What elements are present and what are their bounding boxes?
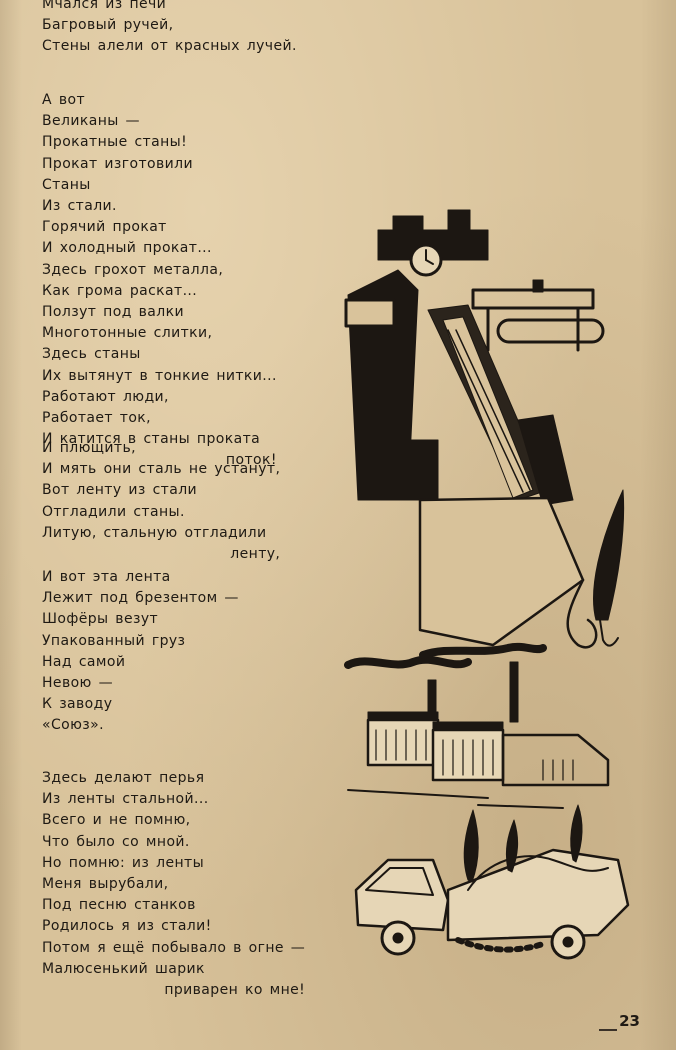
page-number: 23 (599, 1012, 640, 1031)
poem-line: Родилось я из стали! (42, 918, 212, 935)
rolling-mill-illustration (344, 209, 630, 960)
poem-line: Великаны — (42, 113, 140, 130)
poem-line: Здесь делают перья (42, 770, 205, 786)
poem-line: Прокат изготовили (42, 155, 194, 172)
poem-line: Мчался из печи (42, 0, 167, 12)
poem-line: Из ленты стальной... (42, 791, 209, 808)
poem-line: Шофёры везут (42, 611, 159, 628)
poem-line: Здесь станы (42, 346, 141, 363)
poem-line: Лежит под брезентом — (42, 590, 239, 607)
poem-line: приварен ко мне! (164, 982, 306, 999)
poem-line: Станы (42, 176, 91, 193)
poem-line: Над самой (42, 653, 126, 670)
stanza-1: Мчался из печи Багровый ручей, Стены але… (42, 0, 297, 58)
poem-line: Как грома раскат... (42, 282, 198, 299)
poem-line: Стены алели от красных лучей. (42, 38, 297, 55)
factory-drawing (344, 642, 610, 809)
poem-line: Меня вырубали, (42, 876, 169, 893)
poem-line: Прокатные станы! (42, 134, 188, 151)
poem-line: Упакованный груз (42, 632, 186, 649)
stanza-5: Здесь делают перья Из ленты стальной... … (42, 768, 305, 1001)
poem-line: Литую, стальную отгладили (42, 524, 267, 541)
poem-line: Работает ток, (42, 410, 152, 427)
poem-line: поток! (225, 452, 277, 469)
poem-line: К заводу (42, 696, 113, 713)
poem-line: Ползут под валки (42, 304, 184, 321)
stanza-4: И вот эта лента Лежит под брезентом — Шо… (42, 567, 239, 737)
poem-line: Вот ленту из стали (42, 482, 198, 499)
poem-line: Здесь грохот металла, (42, 261, 224, 278)
rolling-mill-drawing (344, 209, 630, 960)
poem-line: Многотонные слитки, (42, 325, 213, 342)
poem-line: Багровый ручей, (42, 17, 174, 34)
poem-line: И вот эта лента (42, 569, 171, 585)
poem-line: Невою — (42, 675, 113, 692)
poem-line: Отгладили станы. (42, 503, 185, 520)
truck-drawing (354, 804, 630, 960)
poem-line: Под песню станков (42, 897, 196, 914)
poem-line: ленту, (230, 546, 281, 563)
stanza-2: А вот Великаны — Прокатные станы! Прокат… (42, 90, 277, 472)
poem-line: Потом я ещё побывало в огне — (42, 939, 306, 956)
poem-line: И мять они сталь не устанут, (42, 461, 281, 478)
poem-line: И холодный прокат... (42, 240, 212, 257)
poem-line: Всего и не помню, (42, 812, 191, 829)
poem-line: А вот (42, 92, 85, 108)
poem-line: Их вытянут в тонкие нитки... (42, 367, 277, 384)
poem-line: Но помню: из ленты (42, 854, 205, 871)
poem-line: Горячий прокат (42, 219, 167, 236)
poem-line: Малюсенький шарик (42, 960, 205, 977)
poem-line: И катится в станы проката (42, 431, 261, 448)
poem-line: Из стали. (42, 198, 117, 215)
poem-line: «Союз». (42, 717, 104, 734)
poem-line: И плющить, (42, 440, 136, 456)
poem-line: Работают люди, (42, 388, 169, 405)
stanza-3: И плющить, И мять они сталь не устанут, … (42, 438, 280, 565)
poem-line: Что было со мной. (42, 833, 190, 850)
